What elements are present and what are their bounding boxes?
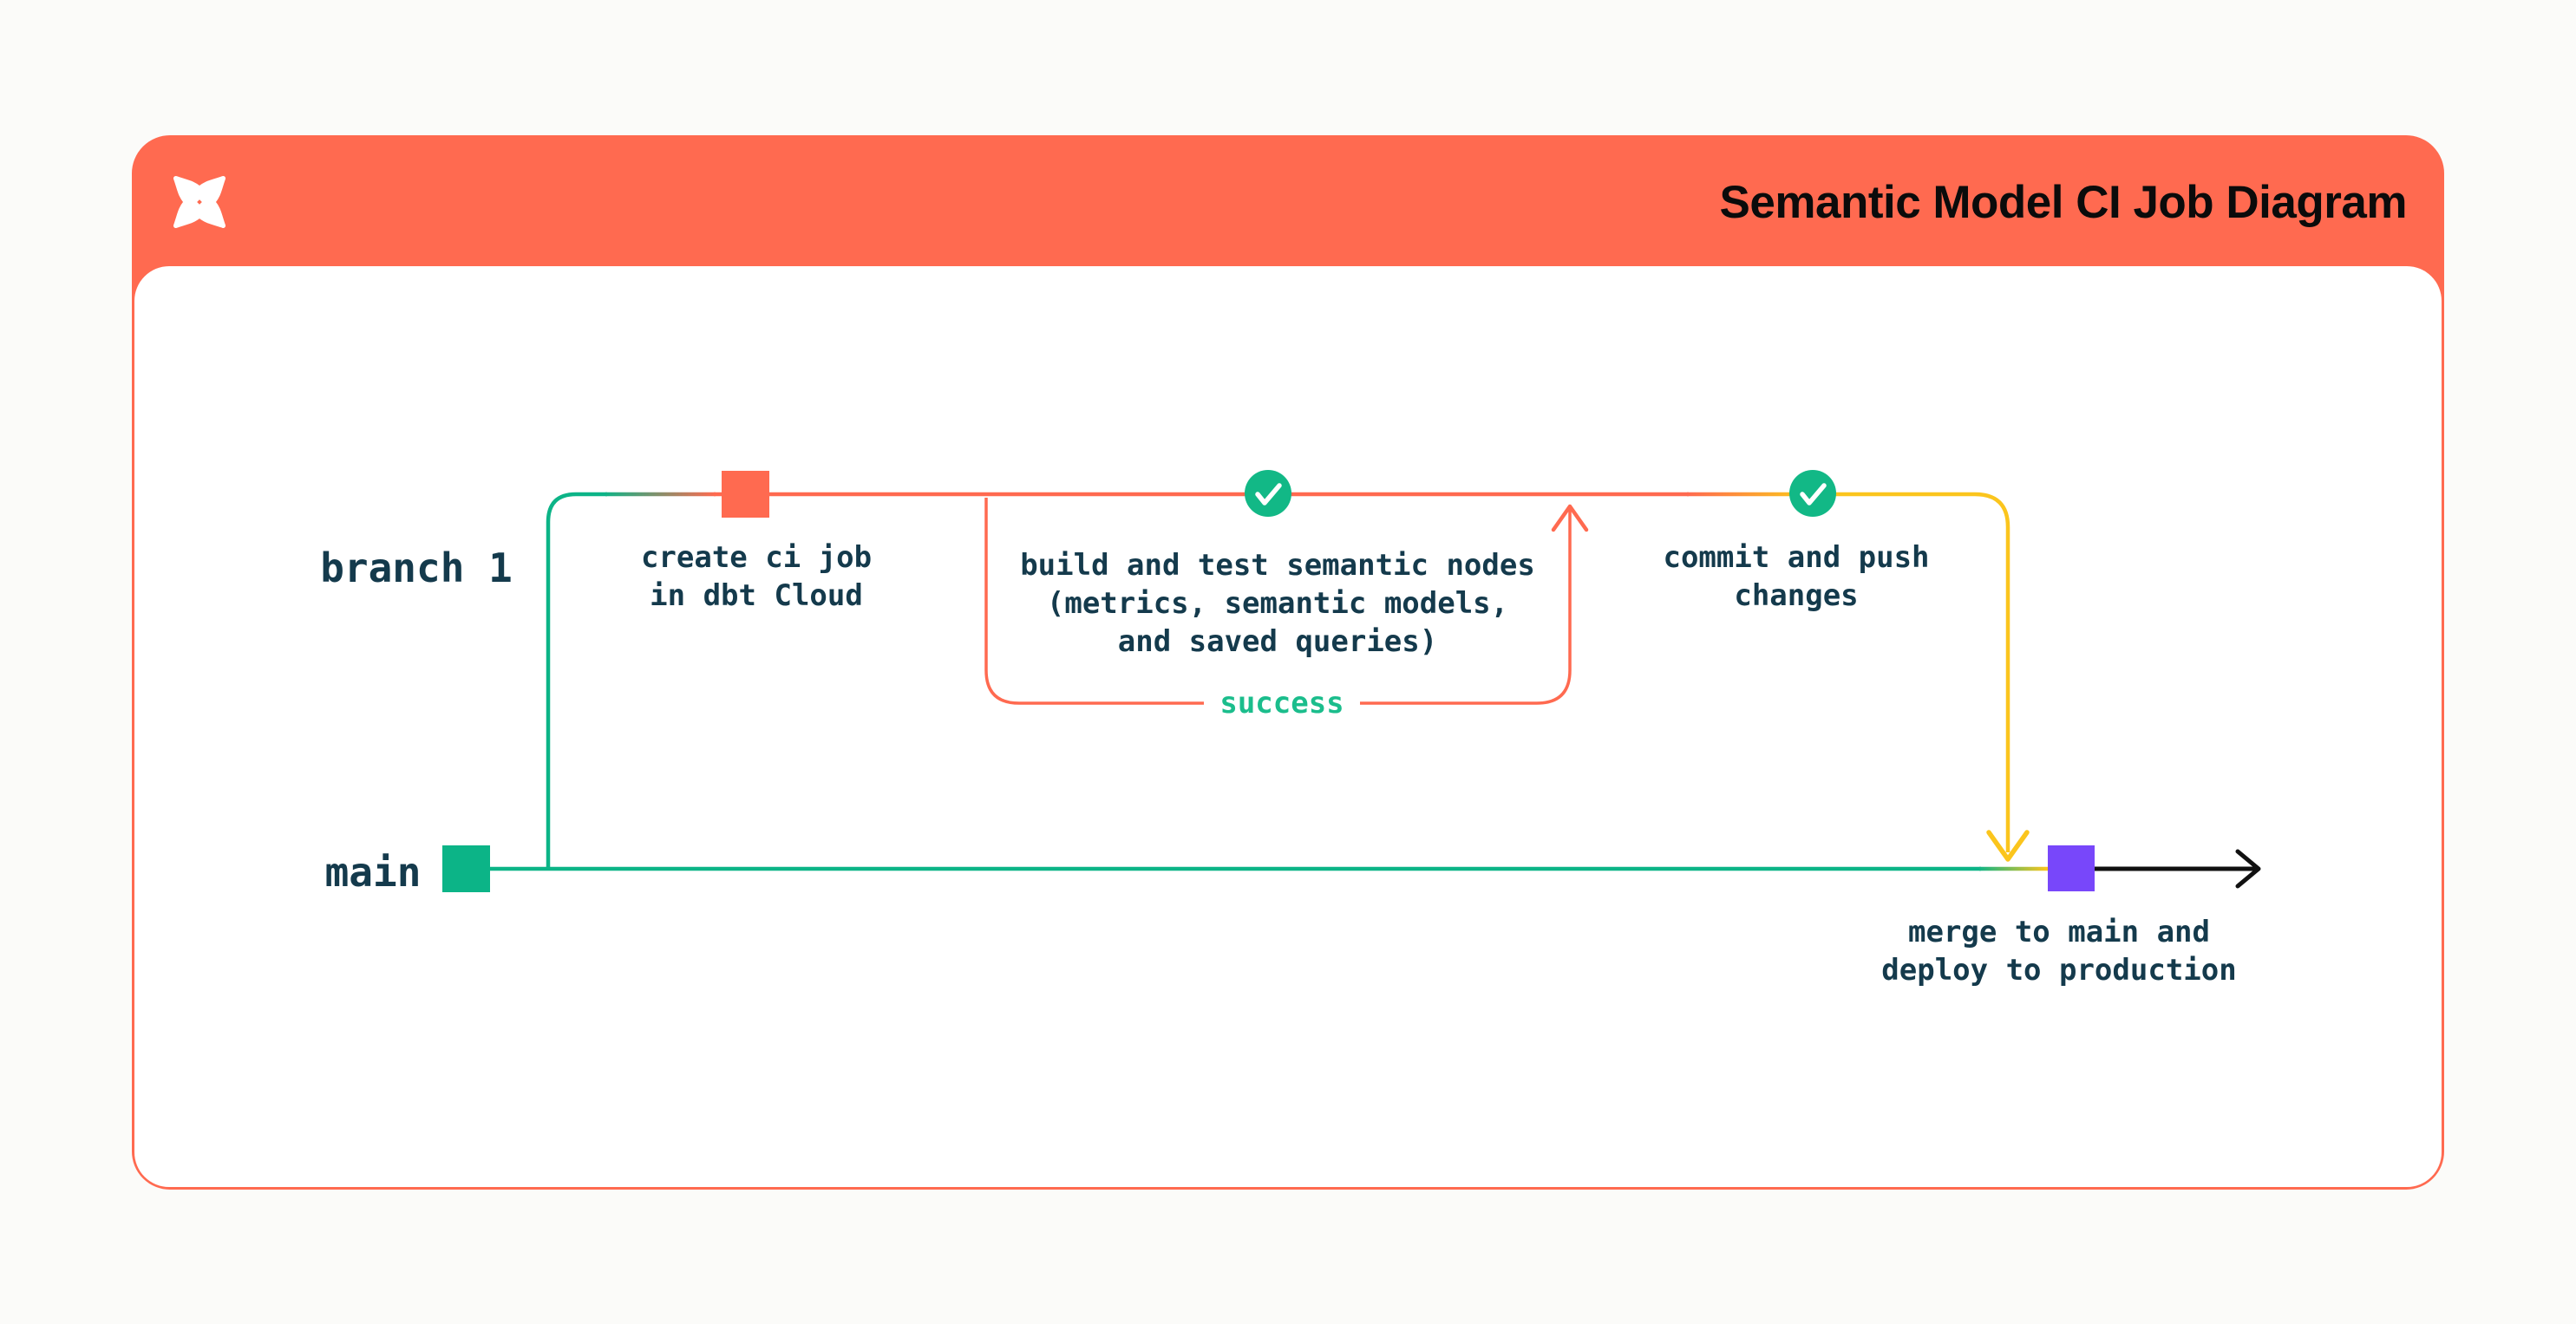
create-ci-label: create ci job in dbt Cloud: [641, 538, 872, 615]
success-label: success: [1211, 684, 1353, 722]
diagram-area: [134, 266, 2442, 1187]
merge-deploy-line2: deploy to production: [1881, 953, 2237, 988]
diagram-card: Semantic Model CI Job Diagram: [132, 135, 2444, 1190]
header-bar: Semantic Model CI Job Diagram: [134, 138, 2442, 266]
create-ci-line1: create ci job: [640, 540, 873, 575]
page-title: Semantic Model CI Job Diagram: [1719, 176, 2408, 228]
build-test-line1: build and test semantic nodes: [1020, 548, 1535, 583]
main-label: main: [324, 849, 422, 896]
dbt-logo-icon: [173, 175, 226, 229]
create-ci-line2: in dbt Cloud: [650, 578, 863, 613]
branch-label: branch 1: [320, 545, 513, 591]
commit-push-line2: changes: [1734, 578, 1859, 613]
merge-deploy-line1: merge to main and: [1908, 915, 2210, 949]
build-test-line2: (metrics, semantic models,: [1046, 586, 1509, 621]
build-test-line3: and saved queries): [1117, 624, 1438, 659]
merge-deploy-label: merge to main and deploy to production: [1881, 913, 2236, 989]
commit-push-label: commit and push changes: [1663, 538, 1929, 615]
build-test-label: build and test semantic nodes (metrics, …: [1020, 546, 1535, 661]
commit-push-line1: commit and push: [1663, 540, 1930, 575]
